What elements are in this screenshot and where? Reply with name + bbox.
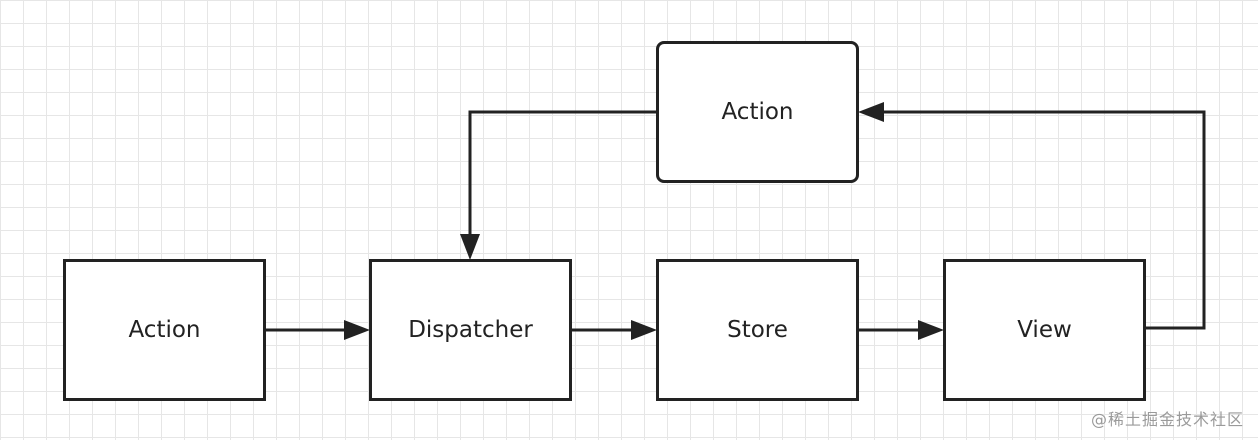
arrowhead-into-dispatcher-top: [460, 234, 480, 260]
node-action-top: Action: [656, 41, 859, 183]
node-action-left: Action: [63, 259, 266, 401]
node-dispatcher-label: Dispatcher: [408, 317, 533, 343]
node-dispatcher: Dispatcher: [369, 259, 572, 401]
node-store: Store: [656, 259, 859, 401]
node-view: View: [943, 259, 1146, 401]
node-view-label: View: [1017, 317, 1072, 343]
edge-view-to-action-top: [882, 110, 1206, 330]
arrowhead-into-dispatcher: [344, 320, 370, 340]
edge-action-top-to-dispatcher: [468, 110, 657, 236]
arrowhead-into-store: [631, 320, 657, 340]
node-action-left-label: Action: [128, 317, 201, 343]
arrowhead-into-view: [918, 320, 944, 340]
watermark: @稀土掘金技术社区: [1090, 410, 1244, 429]
node-action-top-label: Action: [721, 99, 794, 125]
node-store-label: Store: [727, 317, 788, 343]
arrowhead-into-action-top: [858, 102, 884, 122]
